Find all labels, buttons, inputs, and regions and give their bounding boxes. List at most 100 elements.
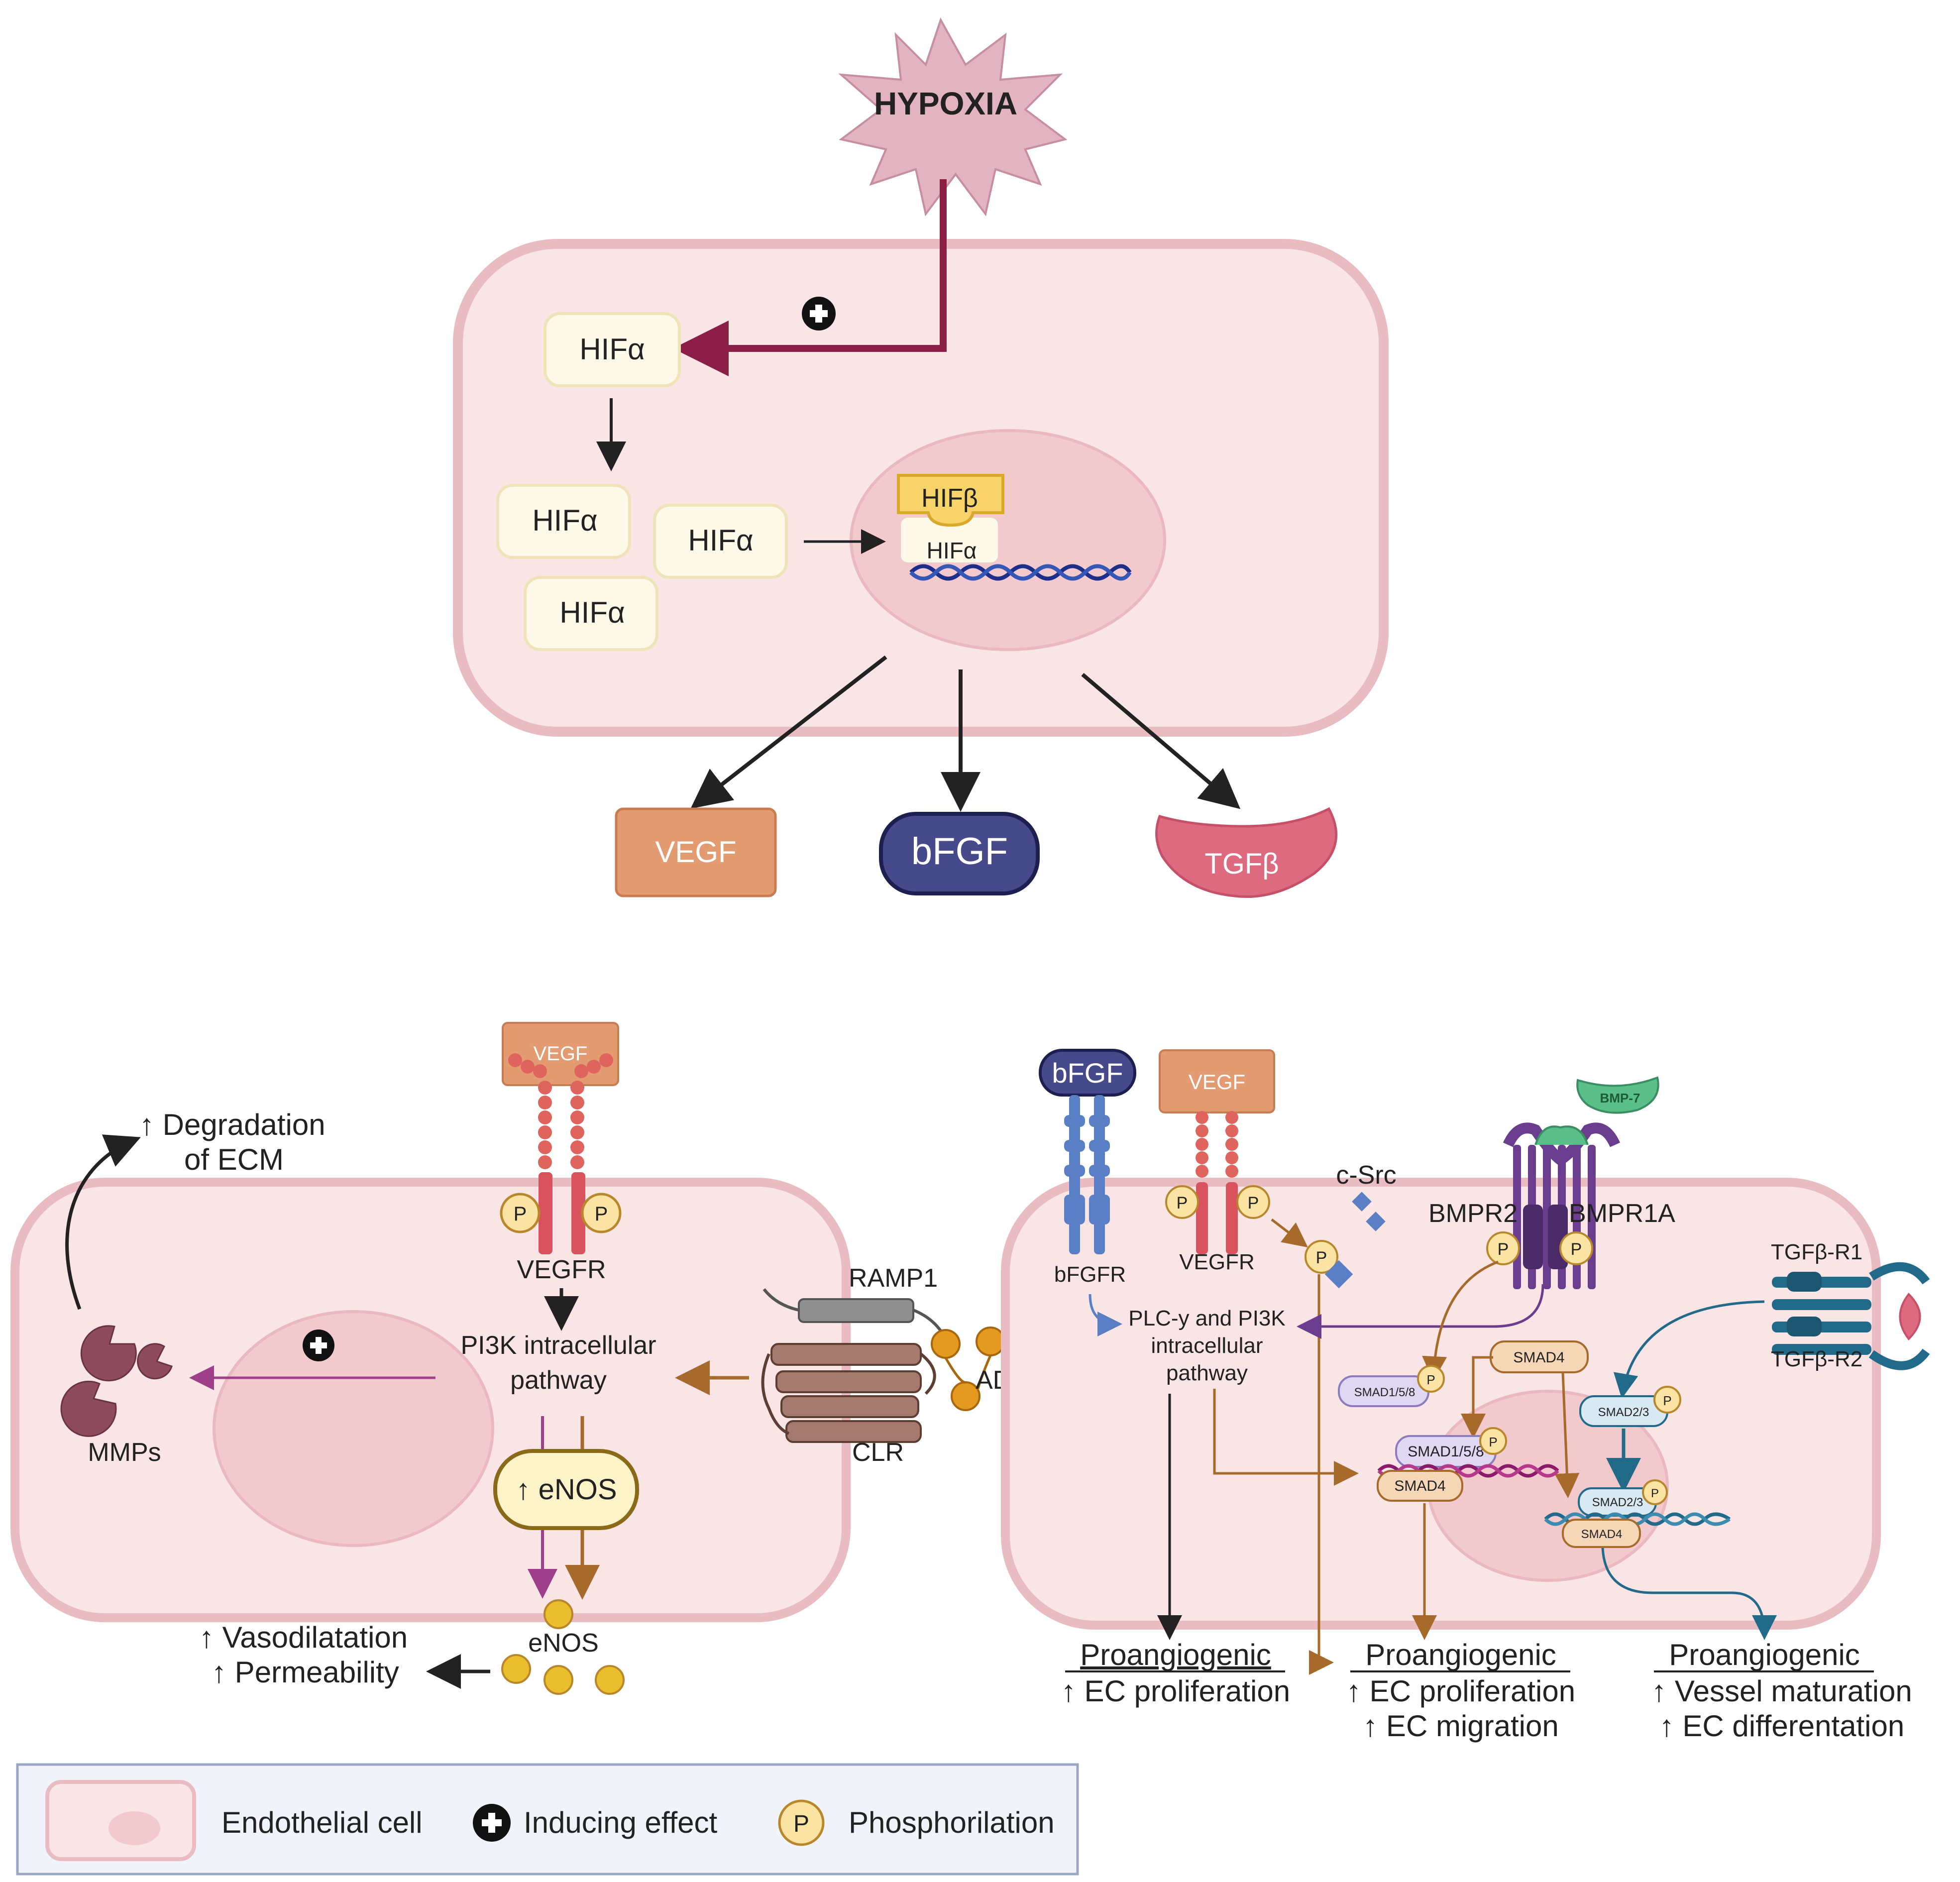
vegfr-label-left: VEGFR xyxy=(517,1255,606,1284)
vegfr-label-right: VEGFR xyxy=(1179,1250,1255,1274)
svg-text:HIFα: HIFα xyxy=(927,538,977,563)
mmps-label: MMPs xyxy=(88,1438,161,1467)
csrc-label: c-Src xyxy=(1336,1161,1396,1190)
hypoxia-label: HYPOXIA xyxy=(874,86,1017,121)
vegf-product: VEGF xyxy=(615,807,777,897)
svg-text:SMAD1/5/8: SMAD1/5/8 xyxy=(1408,1443,1484,1460)
p-label: P xyxy=(1651,1487,1659,1500)
pi3k-label-line1: PI3K intracellular xyxy=(460,1331,656,1360)
outcome-1: Proangiogenic ↑ EC proliferation xyxy=(1061,1638,1290,1708)
arrow-to-vegf xyxy=(690,655,887,809)
effect-permeability: ↑ Permeability xyxy=(212,1656,399,1689)
svg-text:P: P xyxy=(595,1203,608,1225)
left-nucleus xyxy=(213,1310,494,1547)
svg-text:Proangiogenic: Proangiogenic xyxy=(1669,1638,1860,1671)
p-label: P xyxy=(1498,1240,1509,1259)
svg-text:P: P xyxy=(793,1811,809,1837)
bmpr2-to-smad158-arrow xyxy=(1422,1260,1499,1381)
svg-text:BMP-7: BMP-7 xyxy=(1600,1091,1640,1106)
plc-to-nucleus-arrow xyxy=(1213,1389,1359,1486)
smad4-cytoplasm: SMAD4 xyxy=(1490,1340,1589,1373)
clr-label: CLR xyxy=(852,1438,904,1467)
hif-alpha-box-4: HIFα xyxy=(524,576,658,651)
svg-text:bFGF: bFGF xyxy=(1052,1057,1123,1089)
smad-to-outcome3-arrow xyxy=(1601,1548,1777,1640)
p-label: P xyxy=(1316,1248,1327,1267)
legend-endothelial: Endothelial cell xyxy=(221,1806,423,1839)
mmp-to-ecm-arrow xyxy=(65,1134,141,1310)
right-endothelial-cell xyxy=(1001,1178,1881,1630)
adm-ligand xyxy=(931,1327,1005,1411)
tgfb-product: TGFβ xyxy=(1155,807,1337,898)
legend-phospho: Phosphorilation xyxy=(849,1806,1055,1839)
bfgfr-label: bFGFR xyxy=(1054,1262,1126,1287)
svg-text:VEGF: VEGF xyxy=(655,835,736,869)
arrow-to-tgfb xyxy=(1081,672,1241,809)
hypoxia-starburst: HYPOXIA xyxy=(838,17,1068,217)
svg-text:SMAD2/3: SMAD2/3 xyxy=(1592,1496,1643,1509)
vegfr-receptor-left: VEGF xyxy=(502,1022,619,1254)
smad158-cytoplasm: SMAD1/5/8 P xyxy=(1338,1365,1445,1407)
phospho-bmpr-2: P xyxy=(1559,1231,1593,1265)
hypoxia-arrow xyxy=(673,179,947,376)
dna-helix xyxy=(909,564,1132,581)
outcome-2: Proangiogenic ↑ EC proliferation ↑ EC mi… xyxy=(1346,1638,1575,1743)
inducing-plus-icon xyxy=(802,297,836,331)
inducing-plus-icon-left xyxy=(303,1329,334,1361)
smad4-to-nucleus-arrow-2 xyxy=(1554,1372,1580,1498)
svg-text:Proangiogenic: Proangiogenic xyxy=(1080,1638,1271,1671)
degradation-line1: ↑ Degradation xyxy=(139,1108,326,1141)
svg-text:SMAD1/5/8: SMAD1/5/8 xyxy=(1354,1386,1416,1399)
svg-text:↑ Vessel maturation: ↑ Vessel maturation xyxy=(1651,1674,1912,1708)
p-label: P xyxy=(1248,1194,1259,1213)
svg-text:↑ eNOS: ↑ eNOS xyxy=(516,1473,617,1506)
svg-text:HIFβ: HIFβ xyxy=(921,484,978,513)
smad4-to-nucleus-arrow-1 xyxy=(1461,1356,1493,1439)
smad23-nucleus: SMAD2/3 P xyxy=(1578,1479,1668,1517)
csrc-to-proliferation-arrow xyxy=(1309,1274,1334,1675)
p-label: P xyxy=(1489,1435,1497,1449)
smad23-cytoplasm: SMAD2/3 P xyxy=(1579,1386,1681,1427)
svg-text:↑ EC migration: ↑ EC migration xyxy=(1363,1709,1558,1743)
smad158-nucleus: SMAD1/5/8 P xyxy=(1395,1427,1507,1468)
svg-text:SMAD4: SMAD4 xyxy=(1581,1528,1623,1541)
svg-text:VEGF: VEGF xyxy=(1189,1070,1245,1094)
effect-vasodilatation: ↑ Vasodilatation xyxy=(199,1621,408,1654)
svg-text:P: P xyxy=(514,1203,527,1225)
svg-text:VEGF: VEGF xyxy=(534,1043,588,1065)
smad4-nucleus-1: SMAD4 xyxy=(1377,1470,1463,1502)
svg-text:HIFα: HIFα xyxy=(579,332,645,366)
legend-inducing: Inducing effect xyxy=(524,1806,718,1839)
svg-text:HIFα: HIFα xyxy=(532,504,597,537)
phospho-bmpr-1: P xyxy=(1486,1231,1520,1265)
enos-molecules xyxy=(501,1599,625,1695)
tgfbr1-label: TGFβ-R1 xyxy=(1771,1240,1862,1264)
p-label: P xyxy=(1571,1240,1582,1259)
smad4-nucleus-2: SMAD4 xyxy=(1562,1519,1641,1548)
p-label: P xyxy=(1177,1194,1188,1213)
svg-text:↑ EC proliferation: ↑ EC proliferation xyxy=(1061,1674,1290,1708)
svg-text:↑ EC differentation: ↑ EC differentation xyxy=(1659,1709,1905,1743)
p-label: P xyxy=(1663,1393,1671,1408)
hif-dimer: HIFβ HIFα xyxy=(897,474,1004,563)
pi3k-label-line2: pathway xyxy=(510,1366,607,1395)
phospho-right-vegfr-1: P xyxy=(1165,1185,1199,1219)
hif-alpha-box-1: HIFα xyxy=(544,312,681,387)
tgfbr-to-smad23-arrow xyxy=(1613,1300,1765,1399)
p-label: P xyxy=(1426,1372,1435,1387)
bfgfr-to-plc-arrow xyxy=(1089,1294,1122,1336)
enos-label: eNOS xyxy=(528,1629,599,1658)
svg-text:HIFα: HIFα xyxy=(559,596,625,629)
phospho-right-vegfr-2: P xyxy=(1236,1185,1270,1219)
tgfb-receptors xyxy=(1772,1262,1930,1370)
vegfr-to-csrc-arrow xyxy=(1271,1218,1308,1248)
bmpr2-label: BMPR2 xyxy=(1428,1199,1518,1228)
phospho-left-2: P xyxy=(581,1193,622,1233)
csrc-phospho: P xyxy=(1305,1240,1353,1289)
tgfbr2-label: TGFβ-R2 xyxy=(1771,1347,1862,1371)
vegfr-receptor-right: VEGF xyxy=(1159,1049,1275,1254)
bfgf-product: bFGF xyxy=(879,812,1040,895)
legend-p-icon xyxy=(778,1799,825,1846)
csrc-diamonds xyxy=(1352,1192,1386,1231)
